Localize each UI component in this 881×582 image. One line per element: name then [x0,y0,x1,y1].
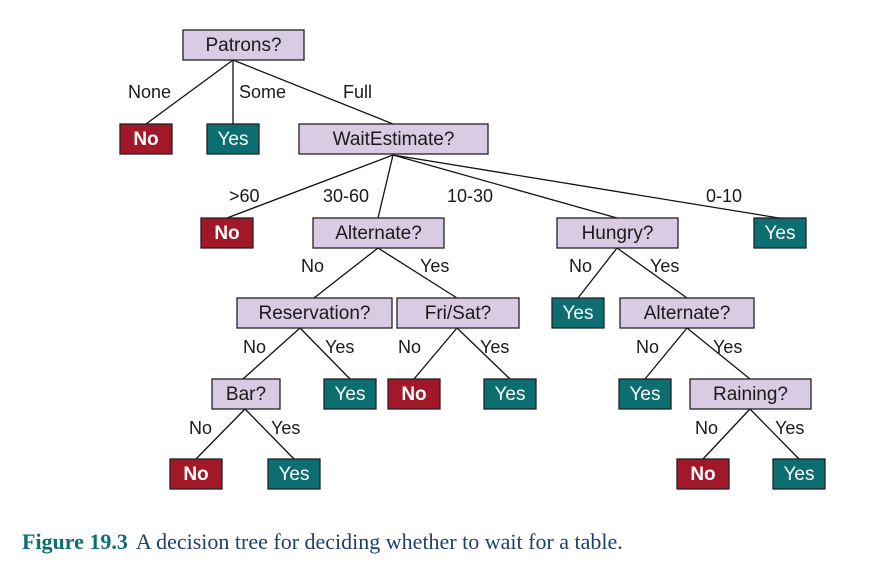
node-alternate-1: Alternate? [312,217,445,249]
edge-bar-yes [244,408,295,460]
edge-wait-gt60 [226,154,394,219]
node-alternate-2-label: Alternate? [644,303,731,324]
node-alternate-1-label: Alternate? [335,223,422,244]
node-patrons: Patrons? [182,29,305,61]
edge-reservation-yes [299,327,351,380]
edge-label-hungry-no: No [569,256,592,276]
node-fri-sat-label: Fri/Sat? [425,303,492,324]
edge-label-alternate2-yes: Yes [713,337,742,357]
edge-label-alternate2-no: No [636,337,659,357]
edge-alternate1-yes [377,247,458,299]
edge-bar-no [195,408,246,460]
leaf-label: Yes [784,464,815,485]
edge-label-30-60: 30-60 [323,186,369,206]
edge-label-gt60: >60 [229,186,260,206]
edge-patrons-full [232,59,394,125]
edge-frisat-no [413,327,458,380]
edge-label-frisat-yes: Yes [480,337,509,357]
decision-tree-diagram: None Some Full >60 30-60 10-30 0-10 No Y… [119,29,826,490]
leaf-label: Yes [335,384,366,405]
node-reservation: Reservation? [236,297,393,329]
edge-label-reservation-no: No [243,337,266,357]
leaf-yes-hungry-no: Yes [551,297,605,329]
edge-alternate1-no [313,247,379,299]
edge-label-some: Some [239,82,286,102]
leaf-label: Yes [630,384,661,405]
node-bar: Bar? [211,378,281,410]
edge-wait-0-10 [392,154,780,219]
edge-raining-yes [749,408,800,460]
node-hungry: Hungry? [556,217,679,249]
leaf-no-raining-no: No [676,458,730,490]
leaf-label: No [401,384,426,405]
leaf-yes-frisat-yes: Yes [483,378,537,410]
node-patrons-label: Patrons? [205,35,281,56]
leaf-no-wait-gt60: No [200,217,254,249]
node-fri-sat: Fri/Sat? [396,297,520,329]
edge-label-10-30: 10-30 [447,186,493,206]
edge-label-bar-no: No [189,418,212,438]
edge-wait-10-30 [392,154,618,219]
edge-label-alternate1-no: No [301,256,324,276]
tree-nodes: Patrons? No Yes WaitEstimate? No Alterna… [119,29,826,490]
edge-label-reservation-yes: Yes [325,337,354,357]
leaf-yes-raining-yes: Yes [772,458,826,490]
leaf-label: No [183,464,208,485]
leaf-label: No [690,464,715,485]
edge-label-hungry-yes: Yes [650,256,679,276]
edge-wait-30-60 [377,154,394,219]
leaf-yes-bar-yes: Yes [267,458,321,490]
node-reservation-label: Reservation? [259,303,371,324]
node-raining-label: Raining? [713,384,788,405]
edge-hungry-yes [616,247,688,299]
leaf-label: Yes [279,464,310,485]
leaf-label: Yes [563,303,594,324]
edge-reservation-no [242,327,301,380]
leaf-yes-wait-0-10: Yes [753,217,807,249]
tree-edges [145,59,800,460]
leaf-yes-alternate2-no: Yes [618,378,672,410]
figure-number: Figure 19.3 [22,529,128,554]
node-bar-label: Bar? [226,384,266,405]
edge-label-raining-no: No [695,418,718,438]
leaf-no-frisat-no: No [387,378,441,410]
node-wait-estimate-label: WaitEstimate? [333,129,455,150]
edge-frisat-yes [456,327,511,380]
leaf-label: No [133,129,158,150]
edge-label-full: Full [343,82,372,102]
edge-alternate2-no [644,327,688,380]
leaf-label: Yes [495,384,526,405]
leaf-no-bar-no: No [169,458,223,490]
node-wait-estimate: WaitEstimate? [298,123,489,155]
edge-raining-no [702,408,751,460]
edge-label-raining-yes: Yes [775,418,804,438]
edge-label-frisat-no: No [398,337,421,357]
figure-caption: Figure 19.3 A decision tree for deciding … [22,529,623,555]
edge-label-alternate1-yes: Yes [420,256,449,276]
edge-hungry-no [577,247,618,299]
edge-alternate2-yes [686,327,751,380]
figure-caption-text: A decision tree for deciding whether to … [135,529,623,554]
node-raining: Raining? [689,378,812,410]
leaf-no-patrons-none: No [119,123,173,155]
leaf-label: Yes [218,129,249,150]
node-hungry-label: Hungry? [582,223,654,244]
edge-labels: None Some Full >60 30-60 10-30 0-10 No Y… [128,82,804,438]
leaf-yes-patrons-some: Yes [206,123,260,155]
leaf-label: No [214,223,239,244]
node-alternate-2: Alternate? [619,297,755,329]
leaf-label: Yes [765,223,796,244]
edge-label-0-10: 0-10 [706,186,742,206]
leaf-yes-reservation-yes: Yes [323,378,377,410]
edge-patrons-none [145,59,234,125]
edge-label-bar-yes: Yes [271,418,300,438]
edge-label-none: None [128,82,171,102]
